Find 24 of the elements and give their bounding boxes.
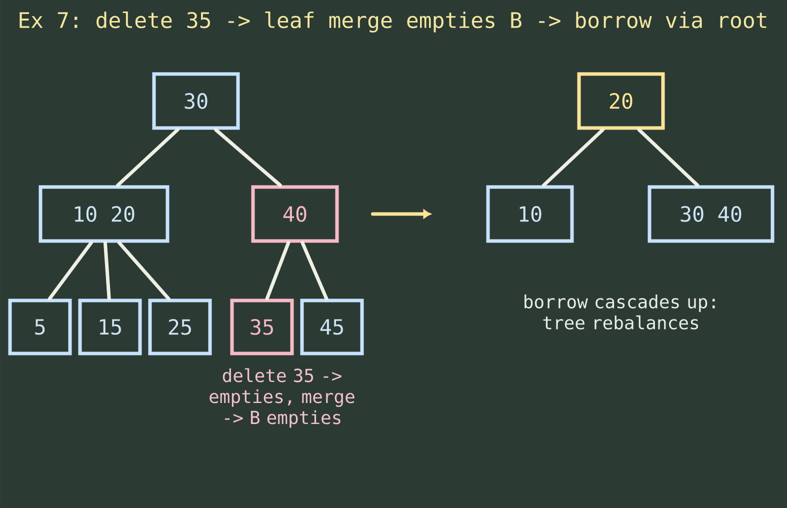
note-text: borrow cascades up: tree rebalances: [524, 294, 715, 330]
tree-link: [300, 241, 328, 300]
node-box: 35: [230, 298, 294, 356]
node-box: 20: [577, 72, 665, 130]
title: Ex 7: delete 35 -> leaf merge empties B -> borrow via root: [20, 11, 766, 33]
tree-link: [214, 128, 282, 187]
node-box: 30: [152, 72, 240, 130]
node-box: 5: [8, 298, 72, 356]
tree-link: [103, 241, 111, 300]
node-box: 10: [486, 185, 574, 243]
node-box: 15: [78, 298, 142, 356]
node-box: 30 40: [648, 185, 774, 243]
tree-link: [48, 241, 93, 300]
tree-link: [117, 241, 170, 300]
tree-link: [265, 241, 290, 300]
tree-link: [542, 128, 605, 187]
note-text: delete 35 -> empties, merge -> B empties: [210, 368, 354, 428]
node-box: 25: [148, 298, 212, 356]
node-box: 40: [251, 185, 339, 243]
node-box: 45: [300, 298, 364, 356]
node-box: 10 20: [38, 185, 170, 243]
arrow: [371, 210, 431, 218]
tree-link: [116, 128, 180, 187]
tree-link: [637, 128, 700, 187]
